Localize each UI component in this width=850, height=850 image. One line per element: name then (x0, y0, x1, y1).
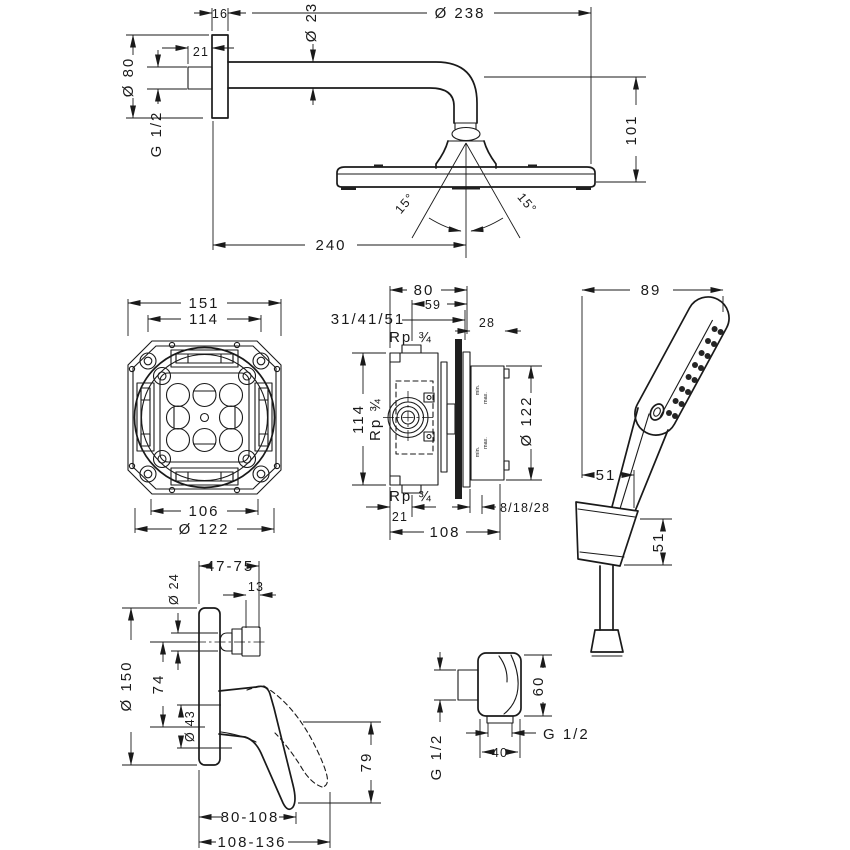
sleeve-min-label-top: min. (475, 384, 481, 395)
dim-axis-distance: 74 (150, 674, 167, 695)
sleeve-min-label-bottom: min. (475, 446, 481, 457)
dim-install-depth-2: 108-136 (217, 834, 286, 850)
cartridge-spindle (219, 626, 261, 657)
ear-loops (128, 341, 281, 494)
dim-arm-reach: 240 (315, 237, 346, 254)
hand-shower-dimension-lines (581, 287, 724, 566)
pivot-cone (435, 140, 497, 169)
mounting-pads (136, 349, 273, 486)
dim-inlet-thread: G 1/2 (428, 734, 445, 781)
dim-knob-length: 13 (248, 580, 264, 594)
dim-outlet-thread: G 1/2 (543, 726, 590, 743)
label-conn-side: Rp ¾ (367, 397, 384, 441)
inlet-thread (457, 669, 479, 701)
wall-outlet-drawing: G 1/2 60 G 1/2 40 (428, 652, 590, 781)
outlet-dimension-lines (434, 652, 552, 758)
side-connection-boss (387, 396, 429, 439)
dim-lever-length: 79 (358, 752, 375, 773)
label-conn-bottom: Rp ¾ (389, 488, 433, 505)
bottom-connection-port (401, 484, 422, 494)
ball-joint (451, 126, 481, 142)
lever-handle (218, 685, 296, 811)
basic-set-front-view: 151 114 106 Ø 122 (127, 295, 282, 538)
dim-install-depth-1: 80-108 (221, 809, 280, 826)
select-button (649, 403, 665, 421)
dim-mount-width: 114 (189, 311, 219, 328)
dim-plate-diameter: Ø 80 (120, 57, 137, 98)
dim-escutcheon-diameter: Ø 150 (118, 661, 135, 712)
dim-arm-diameter: Ø 23 (303, 2, 320, 43)
dim-sleeve-diameter: Ø 122 (518, 396, 535, 447)
dim-front-diameter: Ø 122 (179, 521, 230, 538)
shower-hose (590, 565, 624, 657)
dim-thread-size: G 1/2 (148, 111, 165, 158)
top-connection-port (401, 344, 422, 354)
overhead-dimension-lines (126, 7, 646, 250)
dim-depth: 80 (414, 282, 435, 299)
dim-outlet-width: 40 (492, 746, 508, 760)
dim-thread-length: 21 (193, 45, 209, 59)
cover-sleeve (470, 365, 505, 481)
outlet-nipple (486, 715, 514, 724)
shower-holder (575, 501, 639, 567)
dim-inner-width: 106 (188, 503, 219, 520)
sleeve-max-label-top: max. (483, 392, 489, 404)
dim-front-depth: 28 (479, 316, 495, 330)
hand-shower-drawing: 89 51 51 (575, 282, 730, 657)
corner-screws (152, 366, 257, 469)
dim-spindle-diameter: Ø 24 (167, 573, 181, 605)
tilt-angle-annotation (411, 142, 521, 258)
dim-finish-depth-range: 8/18/28 (500, 501, 550, 515)
function-block-holes (159, 372, 250, 463)
dim-head-width: 89 (641, 282, 662, 299)
seal-ring (133, 346, 276, 489)
dim-head-diameter: Ø 238 (435, 5, 486, 22)
dim-height: 114 (350, 404, 367, 434)
dim-flange-width: 151 (188, 295, 219, 312)
dim-head-height: 101 (623, 114, 640, 145)
basic-set-side-dimension-lines (352, 286, 542, 540)
sleeve-max-label-bottom: max. (483, 437, 489, 449)
label-conn-top: Rp ¾ (389, 329, 433, 346)
dim-tilt-left: 15° (392, 190, 417, 216)
mixer-dimension-lines (122, 561, 381, 848)
shower-head-plate (336, 166, 596, 188)
flange-octagon (127, 340, 282, 495)
arm-thread (187, 66, 213, 90)
dim-spindle-depth-range: 47-75 (206, 558, 254, 575)
dim-plate-thickness: 16 (212, 7, 228, 21)
escutcheon (198, 607, 221, 766)
dim-install-depth-range: 31/41/51 (331, 311, 405, 328)
overhead-shower-drawing: 16 Ø 238 Ø 23 21 Ø 80 G 1/2 101 240 15° … (120, 2, 646, 258)
basic-set-front-dimension-lines (127, 299, 282, 533)
dim-holder-height: 51 (650, 532, 667, 553)
wall-flange (211, 34, 229, 119)
dim-width: 108 (429, 524, 460, 541)
lever-handle-raised-position (246, 685, 328, 788)
dim-holder-offset: 51 (596, 467, 617, 484)
hand-shower-head (634, 296, 730, 436)
shower-arm-outline (187, 34, 596, 190)
dim-body-depth: 59 (425, 298, 441, 312)
dim-bottom-offset: 21 (392, 510, 408, 524)
dim-tilt-right: 15° (514, 190, 539, 216)
dim-hub-diameter: Ø 43 (183, 710, 197, 742)
mounting-flange (455, 339, 462, 499)
dim-outlet-height: 60 (530, 676, 547, 697)
mixer-trim-drawing: 47-75 Ø 24 13 Ø 150 74 Ø 43 79 80-108 10… (118, 558, 381, 850)
spray-nozzles (666, 326, 724, 419)
basic-set-side-view: min. max. min. max. 80 59 31/41/51 28 R (331, 282, 550, 541)
